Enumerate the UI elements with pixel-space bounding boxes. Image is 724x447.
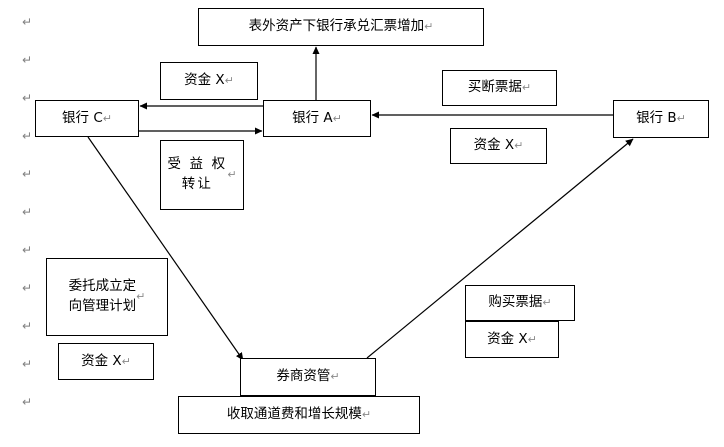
node-outcome[interactable]: 表外资产下银行承兑汇票增加↵ — [198, 8, 484, 46]
label-funds-purchase-text: 资金 X — [487, 330, 528, 347]
label-buyout-bill[interactable]: 买断票据↵ — [442, 70, 557, 106]
margin-pilcrow-5: ↵ — [22, 167, 33, 181]
margin-pilcrow-7: ↵ — [22, 243, 33, 257]
pilcrow-mark: ↵ — [136, 290, 146, 304]
pilcrow-mark: ↵ — [424, 20, 434, 34]
node-bank-b-label: 银行 B — [636, 110, 677, 127]
node-bank-a[interactable]: 银行 A↵ — [263, 100, 371, 137]
label-funds-b-a-text: 资金 X — [473, 137, 515, 154]
margin-pilcrow-3: ↵ — [22, 91, 33, 105]
pilcrow-mark: ↵ — [676, 112, 686, 126]
label-entrust-plan[interactable]: 委托成立定 向管理计划↵ — [46, 258, 168, 336]
label-funds-plan[interactable]: 资金 X↵ — [58, 343, 154, 380]
margin-pilcrow-2: ↵ — [22, 53, 33, 67]
margin-pilcrow-11: ↵ — [22, 395, 33, 409]
margin-pilcrow-4: ↵ — [22, 129, 33, 143]
label-purchase-bill-text: 购买票据 — [488, 294, 543, 311]
label-funds-c-a[interactable]: 资金 X↵ — [160, 62, 258, 100]
label-funds-purchase[interactable]: 资金 X↵ — [465, 321, 559, 358]
node-bank-b[interactable]: 银行 B↵ — [613, 100, 709, 138]
pilcrow-mark: ↵ — [224, 74, 234, 88]
margin-pilcrow-9: ↵ — [22, 319, 33, 333]
pilcrow-mark: ↵ — [330, 370, 340, 384]
node-outcome-label: 表外资产下银行承兑汇票增加 — [248, 18, 425, 35]
node-bank-a-label: 银行 A — [292, 109, 333, 126]
pilcrow-mark: ↵ — [102, 111, 112, 125]
label-funds-b-a[interactable]: 资金 X↵ — [450, 128, 547, 164]
label-entrust-plan-text: 委托成立定 向管理计划 — [68, 278, 137, 314]
pilcrow-mark: ↵ — [527, 332, 537, 346]
connector-bank-c-to-broker-amc — [87, 136, 244, 361]
pilcrow-mark: ↵ — [332, 111, 342, 125]
margin-pilcrow-10: ↵ — [22, 357, 33, 371]
node-broker-amc[interactable]: 券商资管↵ — [240, 358, 376, 396]
pilcrow-mark: ↵ — [542, 296, 552, 310]
node-broker-amc-label: 券商资管 — [276, 368, 331, 385]
label-beneficiary-transfer-text: 受 益 权 转让 — [167, 156, 228, 192]
pilcrow-mark: ↵ — [227, 168, 237, 182]
label-funds-plan-text: 资金 X — [81, 352, 122, 369]
node-bank-c[interactable]: 银行 C↵ — [35, 100, 139, 137]
label-beneficiary-transfer[interactable]: 受 益 权 转让↵ — [160, 140, 244, 210]
label-funds-c-a-text: 资金 X — [184, 72, 225, 89]
label-channel-fee[interactable]: 收取通道费和增长规模↵ — [178, 396, 420, 434]
connector-broker-amc-to-bank-b — [366, 138, 634, 359]
pilcrow-mark: ↵ — [361, 408, 372, 422]
node-bank-c-label: 银行 C — [62, 109, 103, 126]
label-buyout-bill-text: 买断票据 — [467, 79, 522, 96]
pilcrow-mark: ↵ — [121, 354, 131, 368]
pilcrow-mark: ↵ — [521, 81, 532, 95]
pilcrow-mark: ↵ — [514, 139, 524, 153]
margin-pilcrow-8: ↵ — [22, 281, 33, 295]
label-channel-fee-text: 收取通道费和增长规模 — [226, 406, 362, 423]
margin-pilcrow-1: ↵ — [22, 15, 33, 29]
margin-pilcrow-6: ↵ — [22, 205, 33, 219]
label-purchase-bill[interactable]: 购买票据↵ — [465, 285, 575, 321]
